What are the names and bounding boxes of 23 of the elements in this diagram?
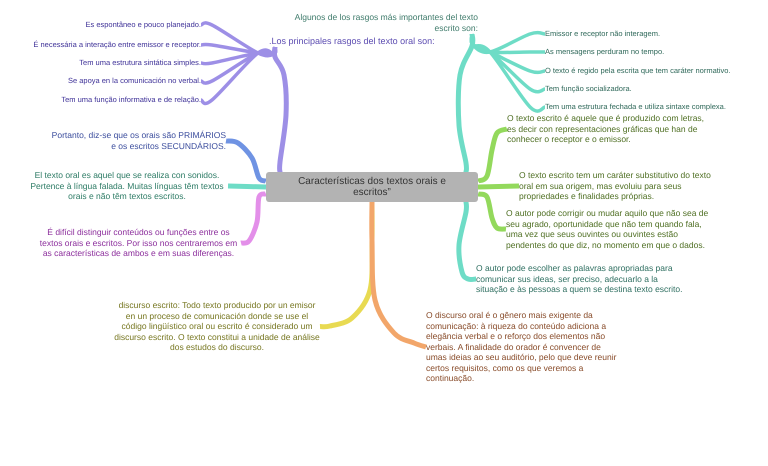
subtopic-heading: Algunos de los rasgos más importantes del texto escrito son: <box>276 12 478 34</box>
note-text: O texto escrito é aquele que é produzido com letras, es decir con representaciones gráficas que han de conhecer o receptor e o emissor. <box>507 113 707 144</box>
central-topic-box: Características dos textos orais e escritos” <box>266 172 478 202</box>
subtopic-heading: .Los principales rasgos del texto oral son: <box>269 36 445 47</box>
note-text: É difícil distinguir conteúdos ou funções entre os textos orais e escritos. Por isso nos centraremos em as características de ambos e em suas diferenças. <box>36 227 241 258</box>
branch-line <box>456 34 476 173</box>
note-text: O texto escrito tem um caráter substitutivo do texto oral em sua origem, mas evoluiu para seus propriedades e finalidades próprias. <box>519 170 715 202</box>
branch-line <box>200 46 278 106</box>
branch-line <box>272 46 289 172</box>
branch-line <box>226 138 266 184</box>
note-text: O autor pode escolher as palavras apropriadas para comunicar sus ideas, ser preciso, adecuarlo a la situação e às pessoas a quem se destina texto escrito. <box>476 263 686 294</box>
note-text: O discurso oral é o gênero mais exigente da comunicação: à riqueza do conteúdo adiciona a elegância verbal e o reforço dos elementos não verbais. A finalidade do orador é convencer de umas ideias ao seu auditório, pelo que deve reunir certos requisitos, como os que veremos a continuação. <box>426 310 622 384</box>
note-text: discurso escrito: Todo texto producido por un emisor en un proceso de comunicación donde se use el código lingüístico oral ou escrito é considerado um discurso escrito. O texto constitui a unidade de análise dos estudos do discurso. <box>114 300 320 352</box>
note-text: O autor pode corrigir ou mudar aquilo que não sea de seu agrado, oportunidade que não tem quando fala, uma vez que seus ouvintes ou ouvintes estão pendentes do que diz, no momento em que o dados. <box>506 208 712 250</box>
branch-line <box>477 126 508 184</box>
branch-line <box>478 184 520 190</box>
branch-line <box>369 202 427 350</box>
branch-line <box>456 202 476 282</box>
note-text: Portanto, diz-se que os orais são PRIMÁRIOS e os escritos SECUNDÁRIOS. <box>46 130 226 152</box>
branch-line <box>200 21 278 58</box>
branch-line <box>228 184 266 190</box>
branch-line <box>470 34 546 113</box>
note-text: El texto oral es aquel que se realiza con sonidos. Pertence à língua falada. Muitas línguas têm textos orais e não têm textos escritos. <box>26 170 228 202</box>
